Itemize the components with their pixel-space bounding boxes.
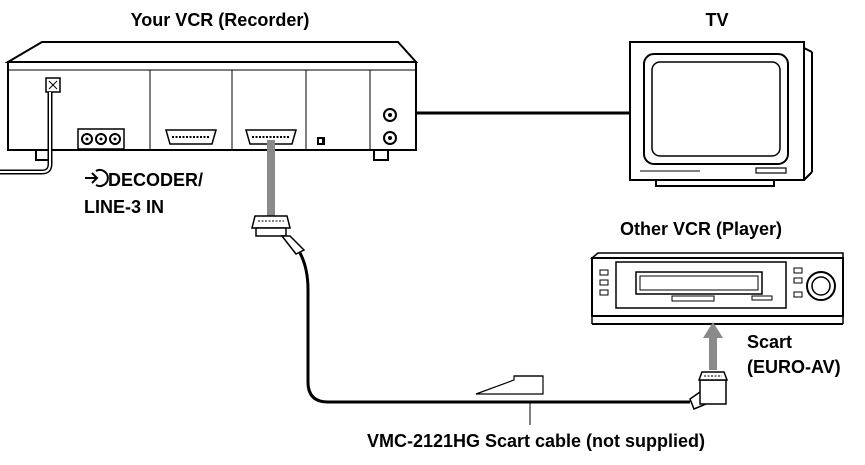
decoder-label-line1: DECODER/ xyxy=(108,170,203,190)
decoder-label-line2: LINE-3 IN xyxy=(84,197,164,217)
scart-insert-arrow-icon xyxy=(703,322,723,370)
scart-plug-recorder-end xyxy=(251,215,306,255)
hollow-left-arrow-icon xyxy=(475,375,544,395)
recorder-title: Your VCR (Recorder) xyxy=(131,10,310,30)
power-cord xyxy=(0,92,53,175)
player-vcr xyxy=(589,252,844,325)
scart-label-line2: (EURO-AV) xyxy=(747,357,841,377)
recorder-vcr xyxy=(4,41,419,161)
tv-set xyxy=(629,41,813,187)
line-input-arrow-icon xyxy=(85,169,109,187)
tv-title: TV xyxy=(705,10,728,30)
scart-plug-player-end xyxy=(689,371,729,410)
cable-caption: VMC-2121HG Scart cable (not supplied) xyxy=(367,431,705,451)
scart-cable xyxy=(251,140,729,425)
player-title: Other VCR (Player) xyxy=(620,219,782,239)
scart-label-line1: Scart xyxy=(747,332,792,352)
